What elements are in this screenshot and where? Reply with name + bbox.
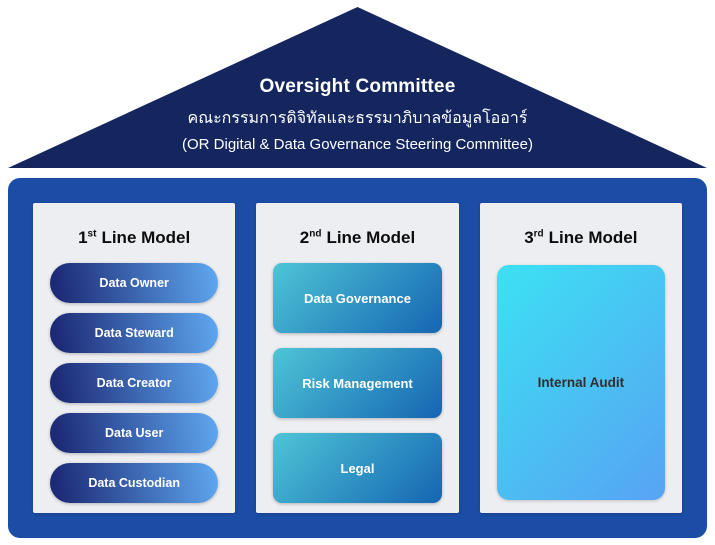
ordinal-suffix: nd (309, 228, 322, 240)
role-pill-data-owner: Data Owner (50, 263, 219, 303)
role-pill-data-creator: Data Creator (50, 363, 219, 403)
column-second-line-title: 2nd Line Model (273, 203, 441, 263)
ordinal-suffix: rd (533, 228, 544, 240)
function-box-risk-management: Risk Management (273, 348, 442, 418)
role-pill-data-custodian: Data Custodian (50, 463, 219, 503)
column-third-line-model: 3rd Line Model Internal Audit (479, 203, 682, 513)
function-box-internal-audit: Internal Audit (496, 265, 665, 500)
column-third-line-title: 3rd Line Model (497, 203, 665, 263)
roof-subtitle-english: (OR Digital & Data Governance Steering C… (182, 136, 533, 153)
ordinal-number: 1 (78, 228, 88, 247)
ordinal-number: 3 (524, 228, 534, 247)
roof-subtitle-thai: คณะกรรมการดิจิทัลและธรรมาภิบาลข้อมูลโออา… (187, 110, 528, 127)
house-body: 1st Line Model Data Owner Data Steward Da… (8, 178, 707, 538)
title-text: Line Model (326, 228, 416, 247)
column-first-line-model: 1st Line Model Data Owner Data Steward Da… (33, 203, 236, 513)
roof-title: Oversight Committee (259, 76, 456, 97)
ordinal-suffix: st (87, 228, 97, 240)
title-text: Line Model (101, 228, 191, 247)
ordinal-number: 2 (299, 228, 310, 247)
roof-oversight-committee: Oversight Committee คณะกรรมการดิจิทัลและ… (8, 7, 707, 168)
function-box-legal: Legal (273, 433, 442, 503)
column-first-line-title: 1st Line Model (50, 203, 218, 263)
title-text: Line Model (548, 228, 638, 247)
function-box-data-governance: Data Governance (273, 263, 442, 333)
column-second-line-model: 2nd Line Model Data Governance Risk Manag… (256, 203, 459, 513)
role-pill-data-user: Data User (50, 413, 219, 453)
role-pill-data-steward: Data Steward (50, 313, 219, 353)
